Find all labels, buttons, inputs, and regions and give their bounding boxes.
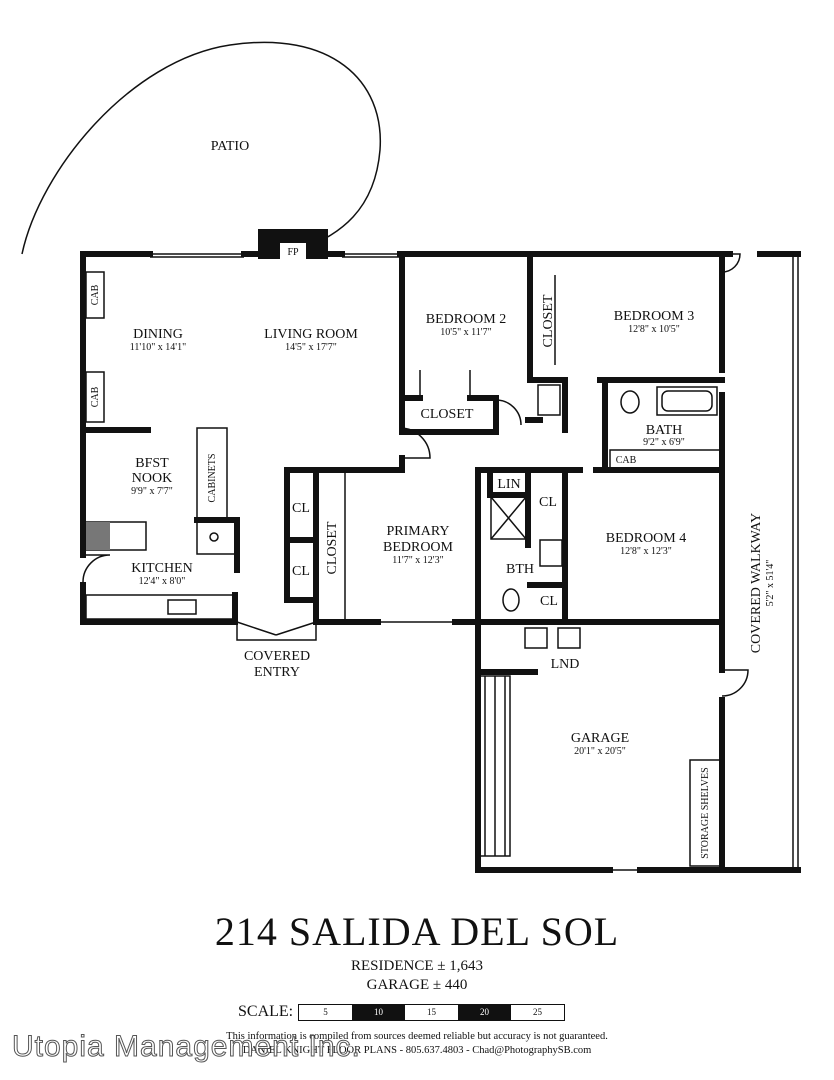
bfst-label: BFST	[135, 456, 169, 471]
lin-label: LIN	[497, 477, 520, 492]
bedroom-4-dims: 12'8" x 12'3"	[620, 546, 672, 557]
primary-dims: 11'7" x 12'3"	[392, 555, 443, 566]
residence-sqft: RESIDENCE ± 1,643	[351, 958, 483, 974]
fireplace-label: FP	[287, 247, 299, 258]
dining-label: DINING	[133, 327, 183, 342]
kitchen-label: KITCHEN	[131, 561, 192, 576]
disclaimer-line: This information is compiled from source…	[226, 1031, 608, 1042]
closet-label-bed2: CLOSET	[421, 407, 474, 422]
floor-plan: PATIO FP CAB CAB DINING 11'10" x 14'1" L…	[21, 41, 801, 873]
scale-tick: 25	[511, 1005, 564, 1020]
cl-label-1: CL	[292, 501, 310, 516]
covered-entry-label-2: ENTRY	[254, 665, 300, 680]
laundry-label: LND	[551, 657, 580, 672]
disclaimer: This information is compiled from source…	[0, 1030, 834, 1058]
cl-label-3: CL	[539, 495, 557, 510]
bth-label: BTH	[506, 562, 534, 577]
patio-label: PATIO	[211, 139, 249, 154]
scale-tick: 10	[352, 1005, 405, 1020]
scale-bar: 5 10 15 20 25	[298, 1004, 565, 1021]
patio-outline	[21, 41, 381, 255]
kitchen-dims: 12'4" x 8'0"	[139, 576, 186, 587]
storage-shelves-label: STORAGE SHELVES	[700, 767, 711, 858]
cab-label-bath: CAB	[616, 455, 637, 466]
cabinets-label: CABINETS	[207, 454, 218, 503]
cab-label-1: CAB	[90, 284, 101, 305]
bedroom-3-label: BEDROOM 3	[614, 309, 695, 324]
garage-dims: 20'1" x 20'5"	[574, 746, 626, 757]
property-title: 214 SALIDA DEL SOL	[214, 909, 620, 954]
primary-label-2: BEDROOM	[383, 540, 454, 555]
scale-tick: 15	[405, 1005, 458, 1020]
cab-label-2: CAB	[90, 386, 101, 407]
cl-label-4: CL	[540, 594, 558, 609]
cl-label-2: CL	[292, 564, 310, 579]
dining-dims: 11'10" x 14'1"	[130, 342, 186, 353]
bath-dims: 9'2" x 6'9"	[643, 437, 685, 448]
watermark: Utopia Management Inc.	[12, 1030, 361, 1064]
bedroom-2-label: BEDROOM 2	[426, 312, 507, 327]
primary-label-1: PRIMARY	[386, 524, 449, 539]
closet-label-primary: CLOSET	[325, 521, 340, 574]
scale-tick: 20	[458, 1005, 511, 1020]
living-room-dims: 14'5" x 17'7"	[285, 342, 337, 353]
bedroom-2-dims: 10'5" x 11'7"	[440, 327, 491, 338]
credit-line: DANIEL KNIGHT FLOOR PLANS - 805.637.4803…	[242, 1045, 592, 1056]
bedroom-4-label: BEDROOM 4	[606, 531, 687, 546]
nook-label: NOOK	[132, 471, 172, 486]
scale-label: SCALE:	[238, 1003, 294, 1020]
garage-sqft: GARAGE ± 440	[366, 977, 468, 993]
closet-label-bed3: CLOSET	[541, 294, 556, 347]
bath-label: BATH	[646, 423, 683, 438]
bedroom-3-dims: 12'8" x 10'5"	[628, 324, 680, 335]
garage-label: GARAGE	[571, 731, 629, 746]
walkway-dims: 5'2" x 51'4"	[765, 560, 776, 607]
living-room-label: LIVING ROOM	[264, 327, 358, 342]
walkway-label: COVERED WALKWAY	[749, 513, 764, 653]
nook-dims: 9'9" x 7'7"	[131, 486, 173, 497]
scale-tick: 5	[299, 1005, 352, 1020]
covered-entry-label-1: COVERED	[244, 649, 310, 664]
